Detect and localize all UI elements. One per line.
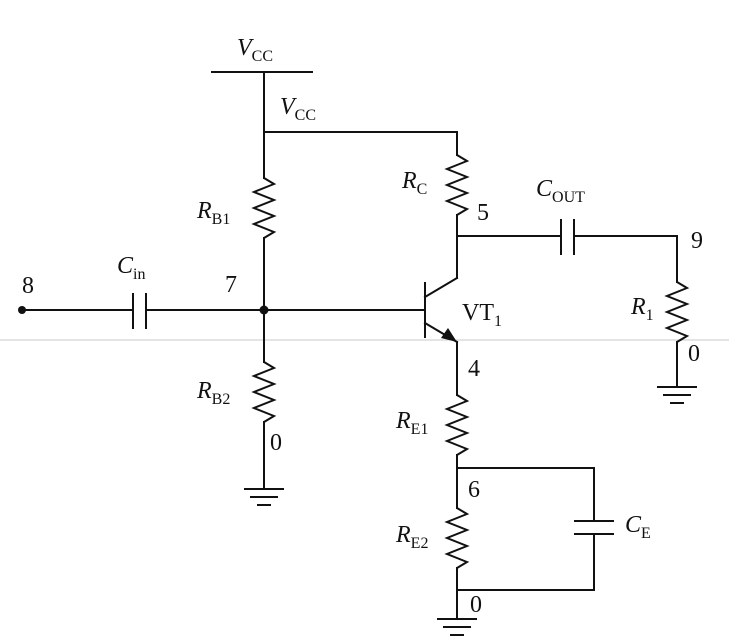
cin-label: Cin [117,253,145,283]
rb2-resistor [251,361,277,423]
rc-resistor [444,154,470,216]
node-7-label: 7 [225,272,237,298]
rb2-label: RB2 [196,378,230,408]
re1-resistor [444,394,470,456]
node-0-rb2-label: 0 [270,430,282,456]
node-0-r1-label: 0 [688,341,700,367]
rc-label: RC [401,168,427,198]
re2-label: RE2 [395,522,428,552]
node-0-bottom-label: 0 [470,592,482,618]
re1-label: RE1 [395,408,428,438]
rb1-label: RB1 [196,198,230,228]
npn-transistor-icon [423,276,459,344]
rb1-resistor [251,177,277,239]
node-4-label: 4 [468,356,480,382]
vcc-main-label: VCC [237,35,273,65]
node-9-label: 9 [691,228,703,254]
vt1-label: VT1 [462,300,502,330]
node-5-label: 5 [477,200,489,226]
ground-icon [244,488,284,506]
ground-icon [657,386,697,404]
r1-resistor [664,281,690,343]
re2-resistor [444,507,470,569]
node-6-label: 6 [468,477,480,503]
cout-label: COUT [536,176,585,206]
ce-label: CE [625,512,651,542]
vcc-rail-label: VCC [280,94,316,124]
node-8-label: 8 [22,273,34,299]
ground-icon [437,618,477,636]
r1-label: R1 [630,294,654,324]
